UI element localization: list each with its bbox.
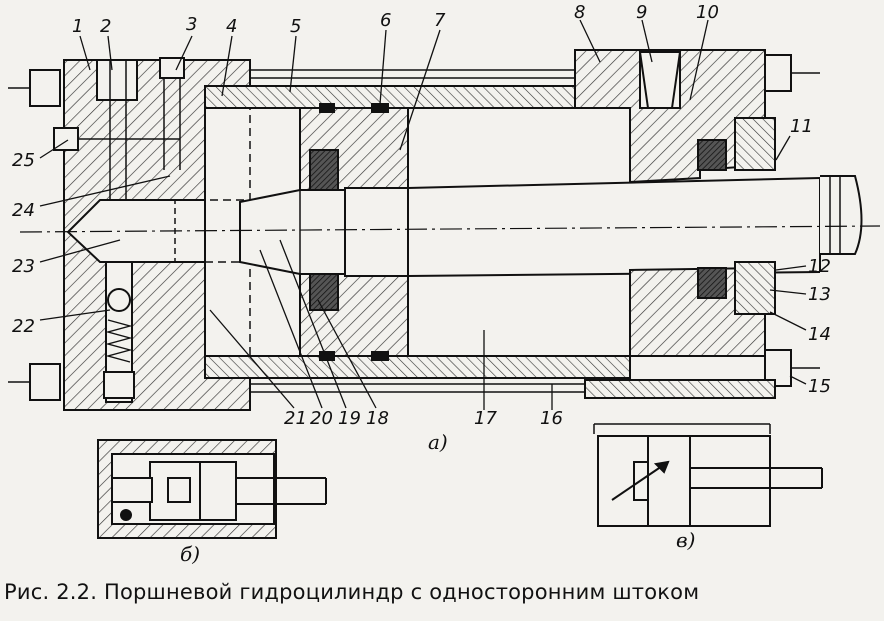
figure-caption: Рис. 2.2. Поршневой гидроцилиндр с однос… xyxy=(4,580,700,604)
part-number: 4 xyxy=(226,16,238,37)
view-label-b: б) xyxy=(180,542,201,566)
part-number: 15 xyxy=(808,376,831,397)
part-number: 17 xyxy=(474,408,497,429)
part-number: 3 xyxy=(186,14,198,35)
leader-lines xyxy=(39,19,807,410)
part-number: 22 xyxy=(12,316,35,337)
part-number: 23 xyxy=(12,256,35,277)
view-c-symbol xyxy=(593,423,823,527)
part-number: 12 xyxy=(808,256,831,277)
main-section-view xyxy=(8,49,881,411)
part-number: 9 xyxy=(636,2,648,23)
view-b-diagram xyxy=(97,439,327,539)
part-number: 20 xyxy=(310,408,333,429)
view-label-c: в) xyxy=(676,528,696,552)
part-number: 25 xyxy=(12,150,35,171)
part-number: 2 xyxy=(100,16,112,37)
part-number: 6 xyxy=(380,10,392,31)
part-number: 10 xyxy=(696,2,719,23)
part-number: 1 xyxy=(72,16,84,37)
part-number: 19 xyxy=(338,408,361,429)
part-number: 16 xyxy=(540,408,563,429)
part-number: 14 xyxy=(808,324,831,345)
part-number: 8 xyxy=(574,2,586,23)
part-number: 21 xyxy=(284,408,307,429)
part-number: 18 xyxy=(366,408,389,429)
part-number: 24 xyxy=(12,200,35,221)
part-number: 11 xyxy=(790,116,813,137)
part-number: 7 xyxy=(434,10,446,31)
part-number: 5 xyxy=(290,16,302,37)
part-number: 13 xyxy=(808,284,831,305)
view-label-a: а) xyxy=(428,430,448,454)
